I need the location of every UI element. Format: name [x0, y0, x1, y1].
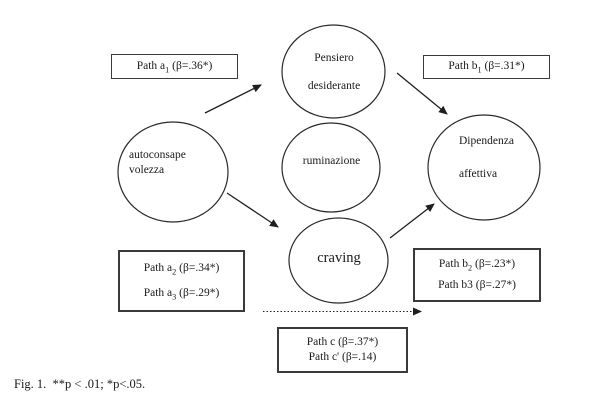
node-ruminazione-text: ruminazione — [302, 155, 361, 167]
path-a3-label: Path a3 (β=.29*) — [143, 286, 220, 302]
path-a2-label: Path a2 (β=.34*) — [143, 261, 220, 277]
arrow-a2-autoconsapevolezza-to-craving — [226, 192, 279, 228]
node-pensiero-desiderante-circle — [281, 24, 386, 119]
path-b2-b3-box: Path b2 (β=.23*) Path b3 (β=.27*) — [413, 248, 541, 302]
node-craving-circle — [288, 217, 389, 304]
node-dipendenza-line1: Dipendenza — [459, 135, 514, 147]
node-ruminazione-circle — [281, 122, 381, 213]
node-pensiero-line1: Pensiero — [314, 52, 354, 64]
node-ruminazione-label: ruminazione — [284, 154, 379, 169]
node-dipendenza-line2: affettiva — [459, 167, 498, 180]
path-a1-box: Path a1 (β=.36*) — [111, 54, 238, 79]
node-autoconsapevolezza-line2: volezza — [129, 163, 165, 176]
path-b1-box: Path b1 (β=.31*) — [423, 55, 550, 79]
path-b1-label: Path b1 (β=.31*) — [448, 60, 525, 75]
arrow-a1-autoconsapevolezza-to-pensiero — [204, 84, 262, 114]
node-dipendenza-affettiva-circle — [427, 114, 541, 221]
path-c-label: Path c (β=.37*) — [306, 336, 379, 349]
node-craving-text: craving — [317, 250, 361, 266]
path-c-cprime-box: Path c (β=.37*) Path c' (β=.14) — [277, 327, 408, 373]
path-a2-a3-box: Path a2 (β=.34*) Path a3 (β=.29*) — [118, 250, 245, 312]
node-autoconsapevolezza-circle — [117, 121, 229, 223]
node-pensiero-line2: desiderante — [307, 79, 361, 92]
node-dipendenza-affettiva-label: Dipendenza affettiva — [459, 134, 539, 182]
node-autoconsapevolezza-line1: autoconsape — [129, 149, 186, 161]
path-a1-label: Path a1 (β=.36*) — [136, 59, 213, 75]
path-b3-label: Path b3 (β=.27*) — [438, 278, 516, 291]
arrow-b2-craving-to-dipendenza — [389, 203, 435, 239]
path-cprime-label: Path c' (β=.14) — [308, 351, 377, 363]
path-b2-label: Path b2 (β=.23*) — [438, 257, 516, 273]
figure-caption: Fig. 1. **p < .01; *p<.05. — [14, 377, 146, 391]
arrow-b1-pensiero-to-dipendenza — [396, 72, 448, 115]
node-autoconsapevolezza-label: autoconsape volezza — [129, 148, 224, 178]
node-pensiero-desiderante-label: Pensiero desiderante — [283, 51, 385, 94]
node-craving-label: craving — [289, 249, 389, 268]
